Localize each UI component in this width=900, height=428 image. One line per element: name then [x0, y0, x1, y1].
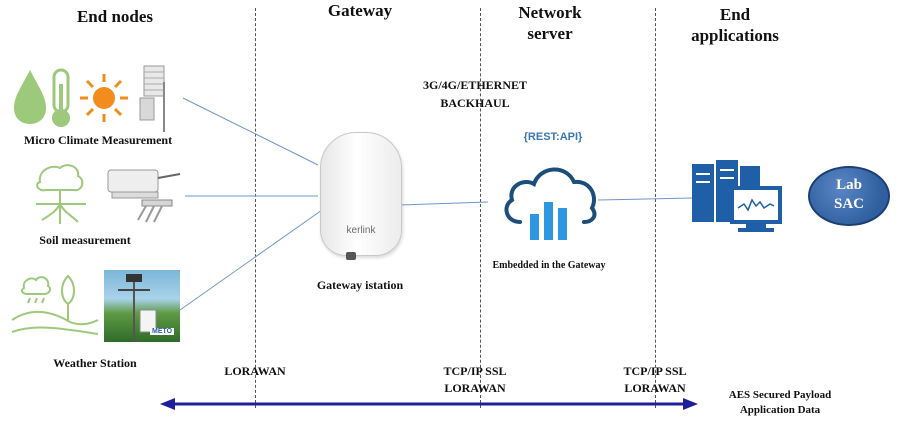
aes-payload-line2: Application Data	[739, 404, 821, 416]
separator-1	[255, 8, 256, 408]
rain-cloud-icon	[20, 276, 52, 304]
micro-climate-label: Micro Climate Measurement	[23, 133, 173, 147]
gateway-device: kerlink	[320, 132, 402, 256]
gateway-connector	[346, 252, 356, 260]
backhaul-label: 3G/4G/ETHERNET BACKHAUL	[400, 76, 550, 112]
header-end-nodes: End nodes	[76, 7, 154, 26]
protocol-lorawan: LORAWAN	[224, 364, 286, 378]
tree-roots-icon	[36, 164, 86, 224]
connector-micro-gateway	[182, 97, 319, 166]
soil-label: Soil measurement	[39, 233, 131, 247]
embedded-label: Embedded in the Gateway	[492, 260, 606, 271]
header-gateway: Gateway	[327, 1, 393, 20]
lab-sac-line1: Lab	[836, 177, 862, 193]
aes-payload-line1: AES Secured Payload	[728, 389, 832, 401]
server-monitor-icons	[692, 160, 782, 232]
lab-sac-line2: SAC	[833, 196, 864, 212]
protocol-tcp-ssl-2-line1: TCP/IP SSL	[623, 364, 687, 378]
sun-icon	[80, 74, 128, 122]
soil-sensor-icon	[107, 169, 181, 223]
backhaul-line2: BACKHAUL	[440, 96, 510, 110]
header-network-line1: Network	[518, 3, 582, 22]
rest-api-label: {REST:API}	[523, 131, 583, 143]
header-network-server: Network server	[490, 2, 610, 44]
backhaul-line1: 3G/4G/ETHERNET	[422, 78, 528, 92]
weather-shelter-icon	[139, 65, 165, 132]
protocol-tcp-ssl-1: TCP/IP SSL LORAWAN	[420, 363, 530, 397]
connector-gateway-server	[399, 201, 489, 206]
connector-weather-gateway	[179, 209, 323, 311]
header-end-line2: applications	[691, 26, 779, 45]
soil-icons	[36, 164, 181, 224]
gateway-brand-logo: kerlink	[346, 225, 376, 236]
secure-data-arrow	[160, 398, 698, 410]
lab-sac-badge: Lab SAC	[808, 166, 890, 226]
weather-station-label: Weather Station	[53, 356, 137, 370]
cloud-bar-1	[530, 214, 539, 240]
micro-climate-icons	[14, 65, 165, 132]
water-drop-icon	[14, 70, 46, 124]
thermometer-icon	[52, 68, 70, 127]
protocol-tcp-ssl-2: TCP/IP SSL LORAWAN	[600, 363, 710, 397]
monitor-icon	[730, 186, 782, 232]
cloud-bar-3	[558, 208, 567, 240]
separator-2	[480, 8, 481, 408]
meteo-sign: METO	[150, 328, 175, 335]
protocol-tcp-ssl-1-line2: LORAWAN	[444, 381, 506, 395]
connector-server-app	[597, 197, 693, 201]
cloud-chart-icon	[504, 167, 597, 240]
cloud-bar-2	[544, 202, 553, 240]
weather-mast-icon	[118, 274, 157, 342]
protocol-tcp-ssl-2-line2: LORAWAN	[624, 381, 686, 395]
weather-landscape-icons	[11, 274, 99, 335]
header-end-line1: End	[719, 5, 751, 24]
landscape-icon	[11, 274, 99, 335]
separator-3	[655, 8, 656, 408]
header-end-applications: End applications	[670, 4, 800, 46]
aes-payload-label: AES Secured Payload Application Data	[700, 388, 860, 418]
gateway-label: Gateway istation	[316, 278, 404, 292]
protocol-tcp-ssl-1-line1: TCP/IP SSL	[443, 364, 507, 378]
weather-station-photo: METO	[104, 270, 180, 342]
header-network-line2: server	[527, 24, 573, 43]
